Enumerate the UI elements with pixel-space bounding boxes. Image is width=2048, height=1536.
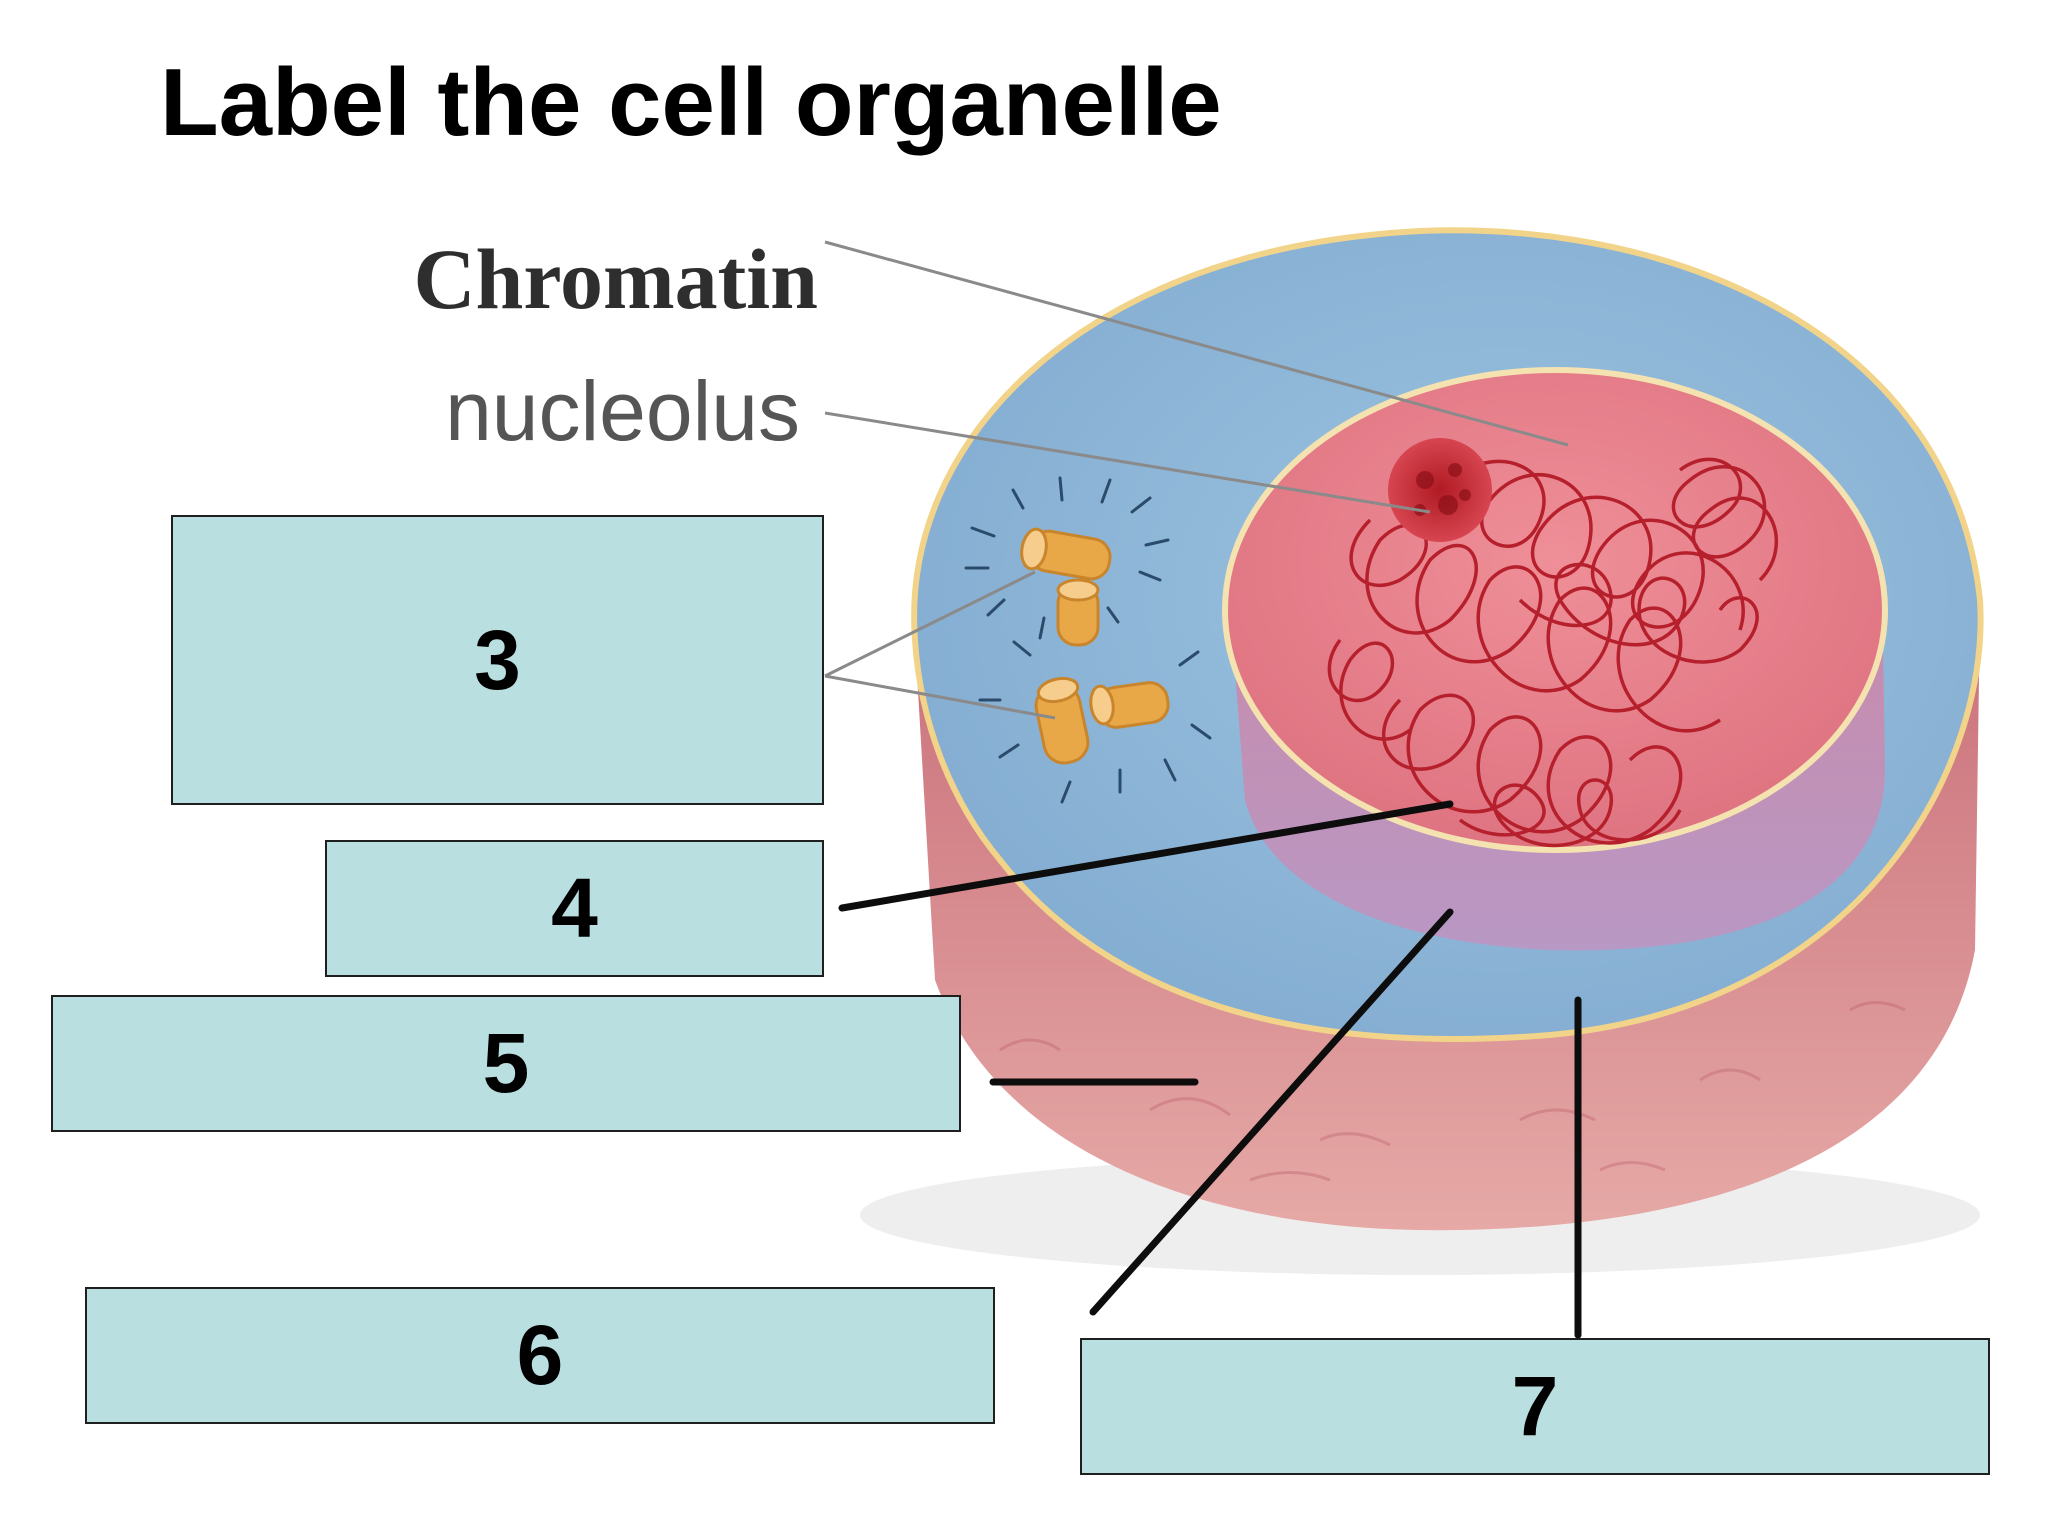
answer-box-4[interactable]: 4: [325, 840, 824, 977]
centriole-upper: [1020, 527, 1112, 647]
answer-box-number: 6: [516, 1308, 564, 1402]
centrioles: [964, 476, 1212, 804]
answer-box-number: 3: [474, 612, 521, 707]
answer-box-number: 4: [551, 861, 598, 955]
chromatin-fibers: [1327, 457, 1779, 848]
nucleolus-body: [1388, 438, 1492, 542]
label-leaders: [824, 240, 1569, 720]
answer-box-number: 5: [482, 1016, 530, 1110]
answer-box-7[interactable]: 7: [1080, 1338, 1990, 1475]
nucleolus-texture: [1414, 463, 1471, 516]
chromatin-leader: [824, 240, 1569, 447]
nucleolus-leader: [824, 411, 1431, 514]
cell-side: [915, 610, 1980, 1231]
chromatin-label: Chromatin: [413, 231, 818, 327]
page-title: Label the cell organelle: [160, 49, 1222, 156]
answer-leaders: [838, 800, 1582, 1339]
answer-box-5[interactable]: 5: [51, 995, 961, 1132]
centriole-rays: [964, 476, 1212, 804]
centriole-leader-b: [824, 674, 1056, 720]
answer-box-3[interactable]: 3: [171, 515, 824, 805]
centriole-lower: [1034, 676, 1170, 765]
answer-box-6[interactable]: 6: [85, 1287, 995, 1424]
cell-side-texture: [999, 1001, 1906, 1182]
leader-4: [838, 800, 1454, 912]
nucleolus-label: nucleolus: [445, 364, 800, 458]
answer-box-number: 7: [1511, 1359, 1559, 1453]
leader-6: [1089, 908, 1454, 1316]
centriole-leader-a: [824, 570, 1036, 678]
